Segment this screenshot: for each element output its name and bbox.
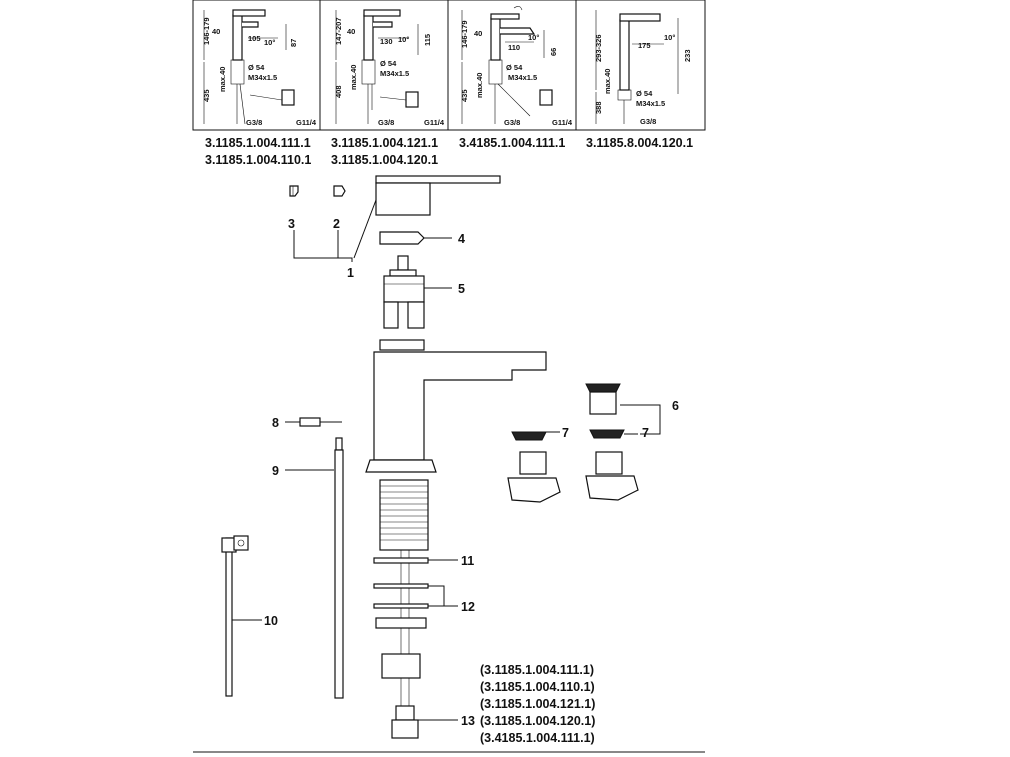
dim-thread: M34x1.5 <box>248 73 277 82</box>
part-6-aerator <box>585 383 621 415</box>
dim-height-range: 146-179 <box>202 17 211 45</box>
callout-12: 12 <box>461 600 475 614</box>
dim-inlet: G3/8 <box>246 118 262 127</box>
callout-1: 1 <box>347 266 354 280</box>
dim-angle: 10° <box>264 38 275 47</box>
dim-d2: 105 <box>248 34 261 43</box>
part-13-connector <box>391 705 419 739</box>
dim-angle: 10° <box>528 33 539 42</box>
part13-model: (3.1185.1.004.111.1) <box>480 663 594 677</box>
dim-total: 435 <box>202 89 211 102</box>
part-8-pin <box>299 417 342 427</box>
dim-d3: 233 <box>683 49 692 62</box>
callout-4: 4 <box>458 232 465 246</box>
part-7-waste-right <box>585 429 639 501</box>
panel-frame <box>192 0 706 131</box>
dim-d3: 66 <box>549 48 558 56</box>
dim-waste: G11/4 <box>296 118 317 127</box>
callout-7: 7 <box>562 426 569 440</box>
dim-dia: Ø 54 <box>248 63 265 72</box>
panel-3: 146-179 40 110 10° 66 Ø 54 max.40 M34x1.… <box>460 6 573 127</box>
dim-inlet: G3/8 <box>504 118 520 127</box>
dim-thread: M34x1.5 <box>508 73 537 82</box>
dim-height-range: 146-179 <box>460 20 469 48</box>
part-1-handle <box>375 175 501 216</box>
model-number: 3.4185.1.004.111.1 <box>459 136 565 150</box>
dim-inlet: G3/8 <box>378 118 394 127</box>
model-number: 3.1185.1.004.110.1 <box>205 153 311 167</box>
callout-10: 10 <box>264 614 278 628</box>
dim-d1: 40 <box>212 27 220 36</box>
dim-dia: Ø 54 <box>506 63 523 72</box>
callout-7: 7 <box>642 426 649 440</box>
part-5-cartridge <box>383 255 425 329</box>
dim-max: max.40 <box>218 67 227 92</box>
callout-5: 5 <box>458 282 465 296</box>
panel-1: 146-179 40 105 10° 87 Ø 54 max.40 M34x1.… <box>202 9 317 127</box>
dim-inlet: G3/8 <box>640 117 656 126</box>
part-3-screw <box>289 185 299 197</box>
dim-thread: M34x1.5 <box>380 69 409 78</box>
dim-total: 408 <box>334 85 343 98</box>
parts <box>221 175 639 739</box>
part13-model: (3.1185.1.004.121.1) <box>480 697 595 711</box>
part-7-waste-left <box>507 431 561 503</box>
hose <box>400 549 410 721</box>
callout-9: 9 <box>272 464 279 478</box>
callout-11: 11 <box>461 554 474 568</box>
dim-max: max.40 <box>349 65 358 90</box>
model-number: 3.1185.1.004.111.1 <box>205 136 311 150</box>
model-number-list: 3.1185.1.004.111.1 3.1185.1.004.110.1 3.… <box>205 136 693 167</box>
dim-thread: M34x1.5 <box>636 99 665 108</box>
callout-3: 3 <box>288 217 295 231</box>
dim-d3: 87 <box>289 39 298 47</box>
callout-13: 13 <box>461 714 475 728</box>
part-11-washer <box>373 557 429 564</box>
part-9-rod <box>334 437 344 699</box>
part13-model-list: (3.1185.1.004.111.1) (3.1185.1.004.110.1… <box>480 663 595 745</box>
dim-height-range: 293-326 <box>594 34 603 62</box>
dim-max: max.40 <box>603 69 612 94</box>
part-10-lift-rod <box>221 535 249 697</box>
dim-total: 435 <box>460 89 469 102</box>
dim-angle: 10° <box>664 33 675 42</box>
dim-height-range: 147-207 <box>334 17 343 45</box>
thread-lines <box>380 485 428 541</box>
dim-d1: 40 <box>474 29 482 38</box>
part-4-cover <box>379 231 425 245</box>
fixing-nut <box>381 653 421 679</box>
callout-8: 8 <box>272 416 279 430</box>
dim-waste: G11/4 <box>424 118 445 127</box>
part-2-cap <box>333 185 346 197</box>
panel-2: 147-207 40 130 10° 115 Ø 54 max.40 M34x1… <box>334 9 445 127</box>
panel-4: 293-326 175 10° 233 Ø 54 max.40 M34x1.5 … <box>594 10 692 126</box>
model-number: 3.1185.1.004.121.1 <box>331 136 438 150</box>
dim-max: max.40 <box>475 73 484 98</box>
dim-d2: 130 <box>380 37 393 46</box>
dim-total: 388 <box>594 101 603 114</box>
part13-model: (3.1185.1.004.120.1) <box>480 714 595 728</box>
dim-dia: Ø 54 <box>636 89 653 98</box>
part13-model: (3.4185.1.004.111.1) <box>480 731 595 745</box>
dim-dia: Ø 54 <box>380 59 397 68</box>
model-number: 3.1185.8.004.120.1 <box>586 136 693 150</box>
dim-d3: 115 <box>423 34 432 46</box>
faucet-body <box>365 339 547 721</box>
callout-6: 6 <box>672 399 679 413</box>
model-number: 3.1185.1.004.120.1 <box>331 153 438 167</box>
callout-2: 2 <box>333 217 340 231</box>
callouts: 3 2 1 4 5 6 7 7 8 9 10 11 12 13 <box>264 217 679 728</box>
dim-angle: 10° <box>398 35 409 44</box>
dim-waste: G11/4 <box>552 118 573 127</box>
part-12-washers <box>373 583 429 629</box>
leader-lines <box>232 199 661 721</box>
dim-d1: 40 <box>347 27 355 36</box>
part13-model: (3.1185.1.004.110.1) <box>480 680 595 694</box>
dim-d2: 110 <box>508 43 520 52</box>
dimension-panels: 146-179 40 105 10° 87 Ø 54 max.40 M34x1.… <box>192 0 706 131</box>
dim-d2: 175 <box>638 41 651 50</box>
